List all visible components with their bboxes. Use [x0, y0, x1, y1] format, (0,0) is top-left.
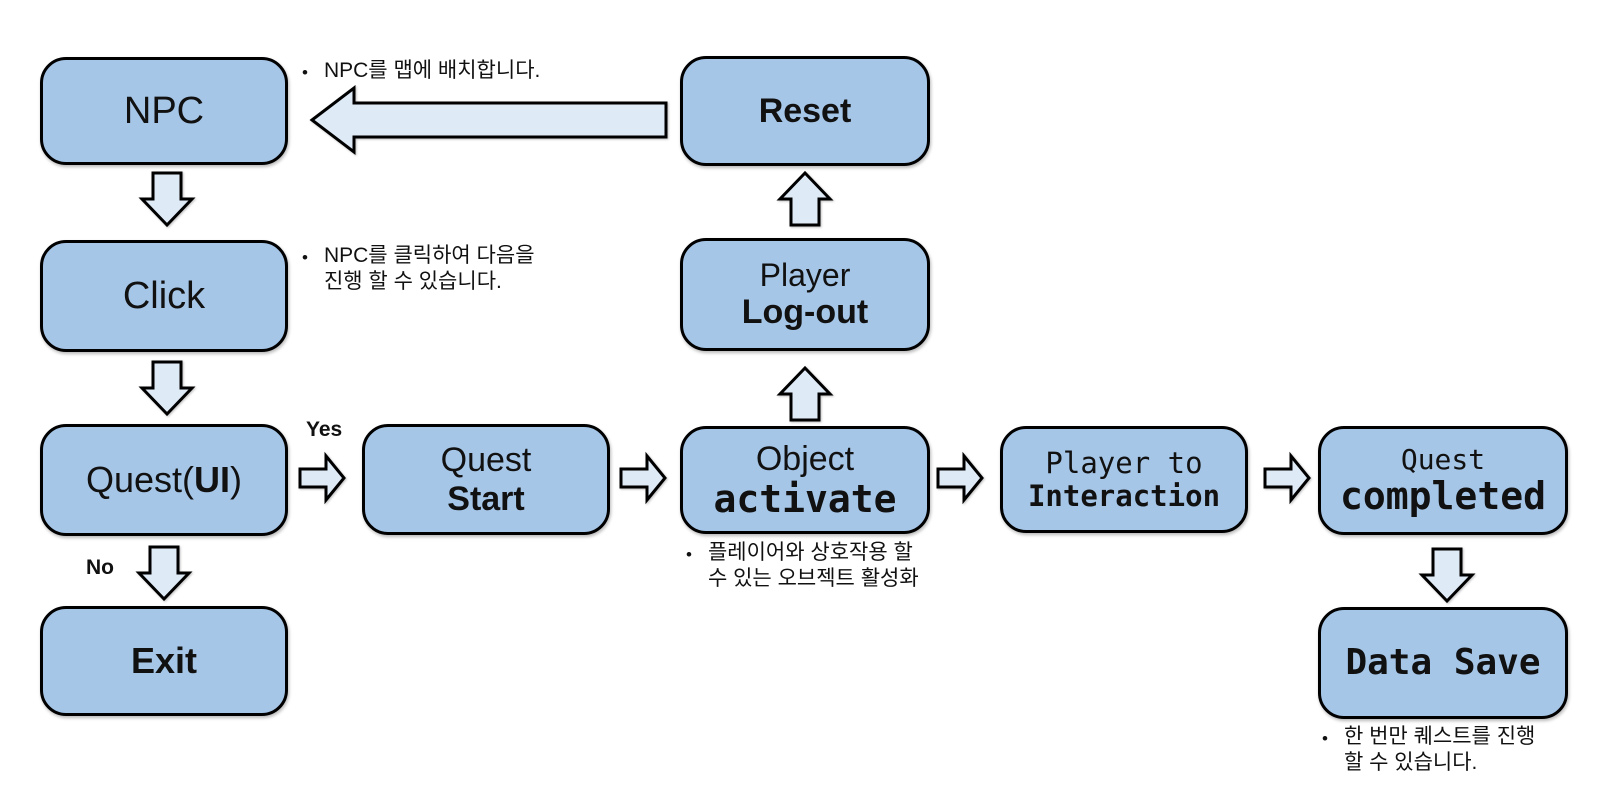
node-quest-start-line1: Quest [440, 441, 532, 480]
annotation-object-line1: 플레이어와 상호작용 할 [707, 541, 913, 564]
bullet-icon: • [302, 63, 308, 82]
annotation-object-activate: • 플레이어와 상호작용 할 수 있는 오브젝트 활성화 [686, 540, 919, 592]
annotation-npc: • NPC를 맵에 배치합니다. [302, 58, 540, 86]
node-quest-start-line2: Start [447, 479, 525, 518]
node-quest-ui: Quest(UI) [40, 424, 288, 536]
reset-to-npc-arrow [309, 84, 668, 156]
player-logout-to-reset-arrow [776, 170, 834, 227]
annotation-data-save-line1: 한 번만 퀘스트를 진행 [1343, 725, 1536, 748]
annotation-click-line1: NPC를 클릭하여 다음을 [323, 244, 535, 267]
quest-start-to-object-activate-arrow [619, 451, 667, 505]
node-player-interaction-line1: Player to [1045, 446, 1203, 481]
node-player-interaction: Player to Interaction [1000, 426, 1248, 533]
node-player-logout-line1: Player [759, 256, 851, 293]
object-activate-to-player-logout-arrow [776, 365, 834, 422]
node-quest-ui-label: Quest(UI) [85, 458, 243, 500]
node-quest-completed: Quest completed [1318, 426, 1568, 535]
click-to-quest-ui-arrow [138, 360, 196, 417]
node-reset-label: Reset [758, 91, 852, 130]
node-npc: NPC [40, 57, 288, 165]
annotation-click: • NPC를 클릭하여 다음을 진행 할 수 있습니다. [302, 243, 535, 295]
edge-label-no: No [86, 556, 114, 579]
annotation-object-line2: 수 있는 오브젝트 활성화 [707, 567, 919, 590]
annotation-click-line2: 진행 할 수 있습니다. [323, 270, 502, 293]
node-exit: Exit [40, 606, 288, 716]
annotation-data-save: • 한 번만 퀘스트를 진행 할 수 있습니다. [1322, 724, 1535, 776]
quest-ui-to-quest-start-arrow [298, 451, 346, 505]
node-player-logout-line2: Log-out [741, 293, 869, 332]
node-npc-label: NPC [123, 89, 205, 132]
node-player-logout: Player Log-out [680, 238, 930, 351]
annotation-npc-line1: NPC를 맵에 배치합니다. [323, 59, 541, 82]
node-quest-completed-line1: Quest [1400, 442, 1486, 476]
quest-completed-to-data-save-arrow [1418, 547, 1476, 604]
node-object-activate-line1: Object [755, 439, 855, 478]
node-click: Click [40, 240, 288, 352]
node-data-save: Data Save [1318, 607, 1568, 719]
object-activate-to-player-interaction-arrow [936, 451, 984, 505]
node-click-label: Click [122, 274, 206, 317]
node-reset: Reset [680, 56, 930, 166]
bullet-icon: • [686, 545, 692, 564]
node-quest-completed-line2: completed [1340, 473, 1546, 518]
node-object-activate-line2: activate [713, 476, 897, 521]
node-data-save-label: Data Save [1345, 641, 1541, 683]
player-interaction-to-quest-completed-arrow [1263, 451, 1311, 505]
node-player-interaction-line2: Interaction [1027, 478, 1221, 513]
npc-to-click-arrow [138, 171, 196, 228]
quest-ui-to-exit-arrow [135, 545, 193, 602]
node-exit-label: Exit [130, 639, 198, 681]
annotation-data-save-line2: 할 수 있습니다. [1343, 751, 1478, 774]
edge-label-yes: Yes [306, 418, 343, 441]
node-object-activate: Object activate [680, 426, 930, 534]
bullet-icon: • [302, 248, 308, 267]
node-quest-start: Quest Start [362, 424, 610, 535]
bullet-icon: • [1322, 729, 1328, 748]
